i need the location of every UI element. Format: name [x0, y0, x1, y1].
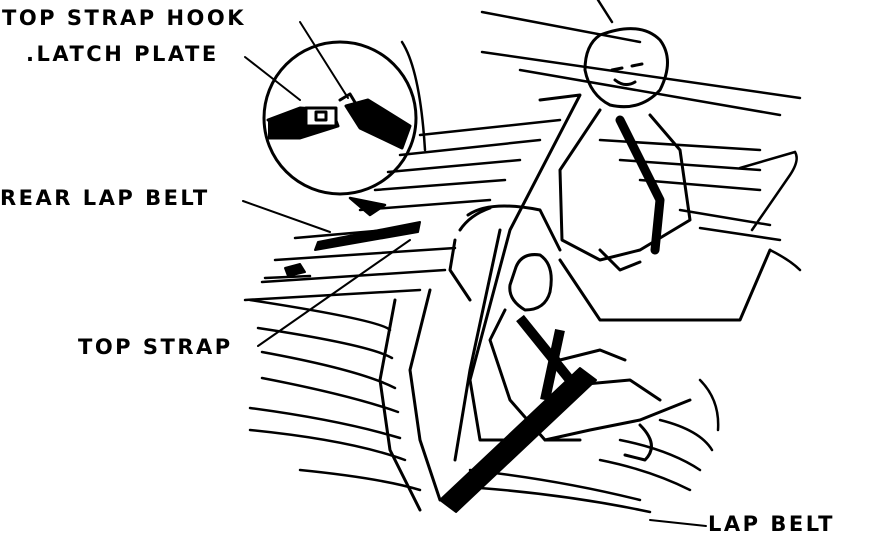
rear-window [402, 0, 800, 150]
leader-latch-plate [245, 57, 300, 100]
label-top-strap-hook: TOP STRAP HOOK [2, 8, 246, 29]
adult-figure [560, 29, 770, 320]
child-seat-shell [380, 95, 580, 510]
label-latch-plate: .LATCH PLATE [26, 44, 219, 65]
label-rear-lap-belt: REAR LAP BELT [0, 188, 210, 209]
label-top-strap: TOP STRAP [78, 337, 233, 358]
leader-top-strap-hook [300, 22, 348, 98]
leader-lap-belt [650, 520, 706, 526]
label-lap-belt: LAP BELT [708, 514, 835, 535]
leader-rear-lap-belt [243, 201, 330, 232]
leader-lines [243, 22, 706, 526]
